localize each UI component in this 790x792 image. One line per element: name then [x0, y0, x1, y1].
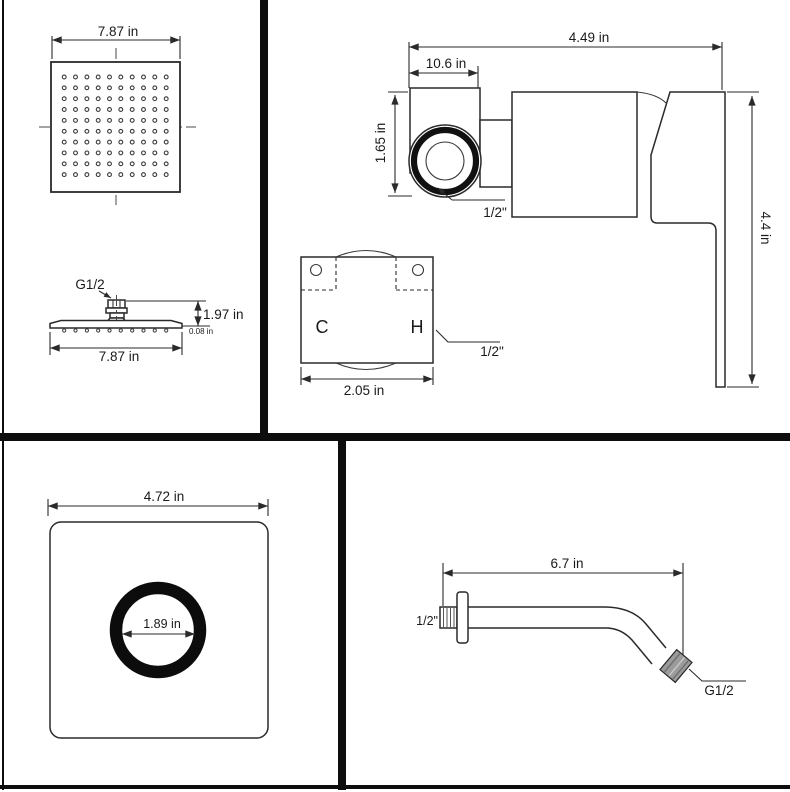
spray-nozzle-grid — [61, 74, 169, 178]
thread-callout-label: G1/2 — [75, 277, 104, 292]
wall-thread-label: 1/2" — [416, 614, 438, 628]
dimension-label-plate-width: 4.72 in — [144, 489, 185, 504]
dimension-label-plate-width: 2.05 in — [344, 383, 385, 398]
leader-line — [435, 329, 500, 343]
side-nozzle-row — [62, 328, 169, 333]
plate-thread-label: 1/2" — [480, 344, 504, 359]
valve-handle-lever — [650, 91, 726, 388]
arm-head-thread-nut — [659, 648, 693, 684]
cap-dome-curve — [636, 91, 667, 104]
dimension-label-head-width: 7.87 in — [98, 24, 139, 39]
leader-line — [437, 187, 453, 201]
plate-outline — [300, 256, 434, 364]
cold-port-label: C — [316, 317, 329, 337]
dimension-label-inlet-height: 1.65 in — [373, 123, 388, 164]
shower-head-panel: 7.87 in G1/2 1.97 in — [39, 24, 244, 364]
dimension-label-head-height: 1.97 in — [203, 307, 244, 322]
wall-plate-panel: 4.72 in 1.89 in — [47, 489, 269, 739]
hot-port-label: H — [411, 317, 424, 337]
mixer-valve-panel: 4.49 in 10.6 in 1.65 in 1/2" 4.4 in — [300, 30, 773, 398]
dimension-label-inlet-width: 10.6 in — [426, 56, 467, 71]
screw-hole-left — [309, 263, 323, 277]
body-arc-bottom — [335, 362, 397, 371]
leader-line — [688, 668, 746, 682]
dimension-label-hole-diameter: 1.89 in — [143, 617, 181, 631]
dimension-label-overall-width: 4.49 in — [569, 30, 610, 45]
inlet-port-outer — [408, 124, 482, 198]
dimension-label-head-width-bottom: 7.87 in — [99, 349, 140, 364]
shower-head-side-view: G1/2 1.97 in 0.08 in 7.87 in — [49, 277, 244, 364]
cartridge-cylinder — [511, 91, 638, 218]
screw-hole-right — [411, 263, 425, 277]
head-face-outline — [50, 61, 181, 193]
horizontal-divider — [0, 433, 790, 441]
arm-flange — [456, 591, 469, 644]
body-arc-top — [335, 249, 397, 258]
left-border — [2, 0, 4, 790]
arm-wall-thread — [439, 606, 458, 629]
shower-arm-panel: 6.7 in 1/2" G1/2 — [416, 556, 746, 698]
head-plate-profile — [49, 319, 183, 329]
head-thread-label: G1/2 — [704, 683, 733, 698]
valve-body — [408, 87, 726, 388]
neck — [479, 119, 513, 188]
inlet-port-inner — [425, 141, 465, 181]
top-vertical-divider — [260, 0, 268, 441]
valve-mounting-plate: C H 1/2" 2.05 in — [300, 249, 504, 398]
shower-head-top-view: 7.87 in — [39, 24, 196, 205]
dimension-label-plate-thickness: 0.08 in — [189, 327, 213, 336]
dimension-label-handle-height: 4.4 in — [758, 211, 773, 244]
dimension-label-arm-length: 6.7 in — [550, 556, 583, 571]
bottom-border — [0, 785, 790, 789]
bottom-vertical-divider — [338, 433, 346, 790]
leader-line — [98, 290, 112, 299]
arm-tube — [468, 606, 667, 665]
plate-outline — [49, 521, 269, 739]
inlet-thread-label: 1/2" — [483, 205, 507, 220]
center-hole-ring — [109, 581, 207, 679]
